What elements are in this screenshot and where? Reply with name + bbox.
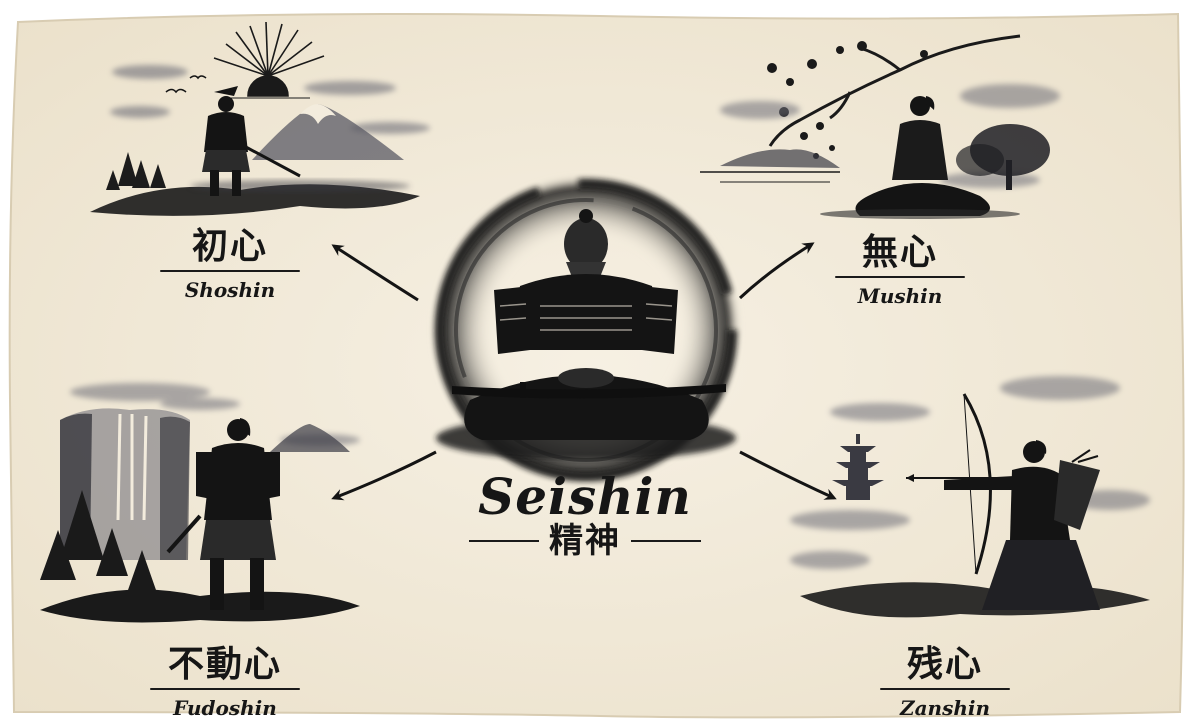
arrow-icon <box>738 242 815 300</box>
seated-samurai-icon <box>452 209 726 440</box>
zanshin-underline <box>880 688 1010 690</box>
zanshin-scene <box>790 376 1150 618</box>
zanshin-kanji: 残心 <box>906 643 983 685</box>
mushin-underline <box>835 276 965 278</box>
mushin-kanji: 無心 <box>861 231 938 273</box>
armored-samurai-icon <box>166 418 280 610</box>
fudoshin-romaji: Fudoshin <box>173 696 277 720</box>
center-kanji-row: 精神 <box>445 524 725 558</box>
mushin-label: 無心 Mushin <box>830 234 970 306</box>
arrow-icon <box>331 244 419 302</box>
arrow-icon <box>739 450 837 500</box>
mushin-romaji: Mushin <box>857 284 943 308</box>
mushin-scene <box>700 34 1060 219</box>
standing-samurai-icon <box>202 86 301 196</box>
center-rule-right <box>631 540 701 542</box>
sun-icon <box>213 21 325 99</box>
zanshin-romaji: Zanshin <box>899 696 991 720</box>
center-label: Seishin 精神 <box>445 472 725 558</box>
fudoshin-underline <box>150 688 300 690</box>
zanshin-label: 残心 Zanshin <box>880 646 1010 718</box>
fudoshin-label: 不動心 Fudoshin <box>150 646 300 718</box>
arrow-icon <box>331 450 437 501</box>
center-rule-left <box>469 540 539 542</box>
shoshin-scene <box>90 21 430 216</box>
fudoshin-kanji: 不動心 <box>167 643 282 685</box>
shoshin-kanji: 初心 <box>191 225 268 267</box>
shoshin-romaji: Shoshin <box>184 278 276 302</box>
pagoda-icon <box>832 434 884 500</box>
center-kanji: 精神 <box>549 521 621 561</box>
meditating-figure-icon <box>820 96 1020 219</box>
arrows <box>331 242 837 501</box>
fudoshin-scene <box>40 383 360 623</box>
center-scene <box>431 175 741 485</box>
center-romaji: Seishin <box>478 467 692 526</box>
archer-icon <box>906 393 1100 610</box>
shoshin-underline <box>160 270 300 272</box>
waterfall-icon <box>60 408 190 560</box>
mountain-icon <box>252 104 404 160</box>
shoshin-label: 初心 Shoshin <box>160 228 300 300</box>
